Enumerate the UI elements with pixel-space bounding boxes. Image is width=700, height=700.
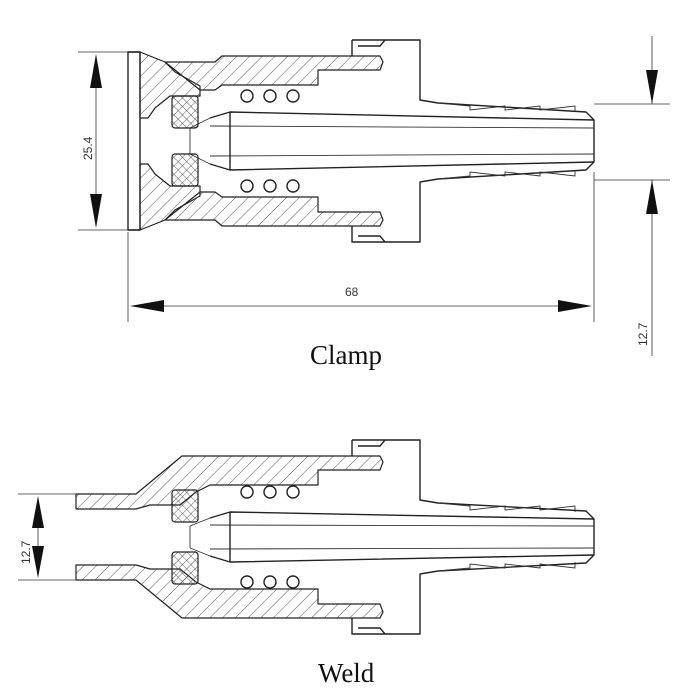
weld-caption: Weld [318,658,375,688]
arrow-down-icon [90,194,102,228]
clamp-caption: Clamp [310,340,382,370]
weld-valve-tip [189,517,211,557]
clamp-barb-lower [437,170,576,180]
weld-body-lower [75,564,384,619]
clamp-barb-label: 12.7 [636,322,650,346]
weld-seal-lower [171,551,199,585]
weld-seal-upper [171,489,199,523]
clamp-body-upper [164,55,384,91]
weld-view: 12.7 Weld [18,439,595,688]
arrow-left-icon [130,300,164,312]
weld-diameter-label: 12.7 [19,540,33,564]
arrow-down-icon [646,70,658,104]
clamp-face [127,51,141,231]
clamp-bore-line-lower [209,153,595,157]
clamp-inner-tube [209,111,595,171]
weld-barb-lower [437,562,576,572]
clamp-diameter-label: 25.4 [81,136,95,160]
weld-spring [240,485,300,589]
clamp-diameter-dimension: 25.4 [78,51,130,231]
weld-bore-line [209,524,595,527]
clamp-spring [240,89,300,193]
clamp-barb-dimension: 12.7 [594,36,670,356]
clamp-length-dimension: 68 [127,172,595,322]
clamp-nut-lip-lower [358,235,386,243]
arrow-up-icon [32,496,44,528]
arrow-up-icon [90,54,102,88]
weld-nut-lip [358,439,386,447]
clamp-nut [351,39,595,243]
arrow-up-icon [646,180,658,214]
clamp-body-lower [164,191,384,227]
weld-body-upper [75,455,384,510]
clamp-seal-upper [171,95,199,129]
clamp-length-label: 68 [345,285,359,299]
weld-diameter-dimension: 12.7 [18,493,76,581]
arrow-down-icon [32,546,44,578]
clamp-nut-lip [358,39,386,47]
clamp-bore-line [209,125,595,129]
weld-nut [351,439,595,635]
clamp-seal-lower [171,153,199,187]
weld-inner-tube [209,511,595,563]
weld-barb-upper [437,502,576,512]
clamp-view: 25.4 [78,36,670,370]
clamp-barb-upper [437,102,576,112]
arrow-right-icon [558,300,592,312]
weld-nut-lip-lower [358,627,386,635]
weld-bore-line-lower [209,547,595,550]
